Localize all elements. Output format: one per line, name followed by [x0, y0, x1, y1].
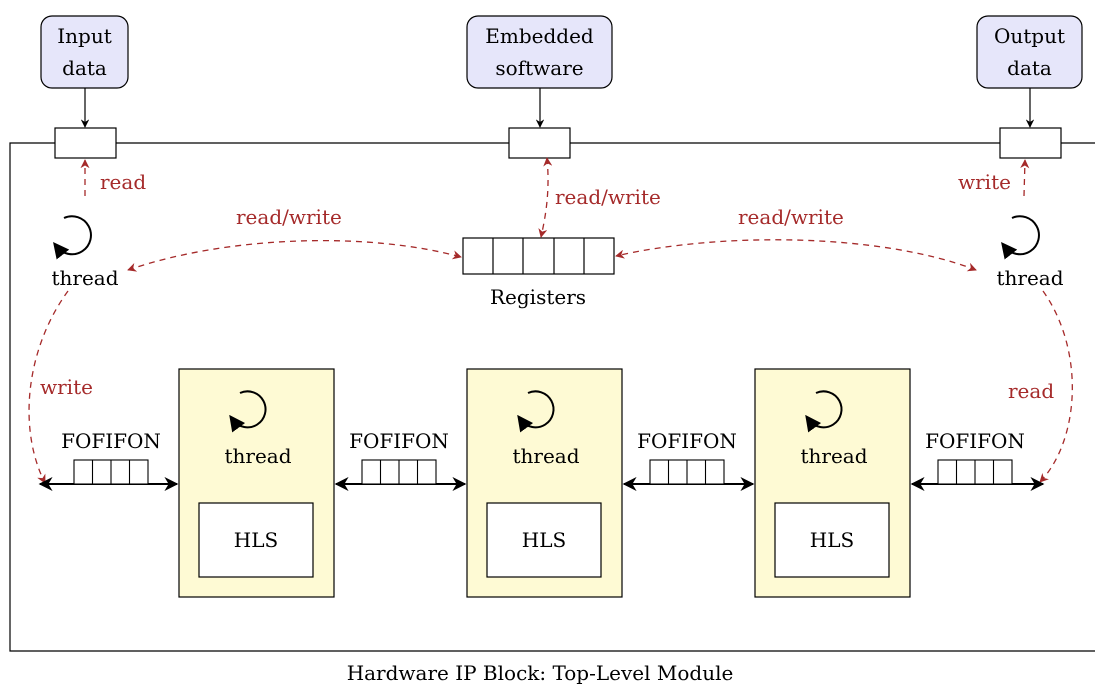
read-write-label-center: read/write: [555, 185, 661, 209]
read-write-label-left: read/write: [236, 205, 342, 229]
read-write-label-right: read/write: [738, 205, 844, 229]
hls-block-1: thread HLS: [178, 368, 335, 598]
registers-label: Registers: [490, 285, 586, 309]
embedded-software-node: Embedded software: [466, 15, 613, 89]
right-thread-write-arrow: [1020, 159, 1030, 197]
thread-label-block3: thread: [800, 444, 867, 468]
output-data-label-line1: Output: [994, 24, 1065, 48]
fifo-label-4: FOFIFON: [925, 429, 1025, 453]
right-thread-registers-arrow: [615, 239, 977, 272]
left-thread-registers-arrow: [127, 239, 462, 272]
embedded-software-label-line2: software: [495, 56, 583, 80]
thread-cycle-icon: [805, 390, 843, 433]
fifo-buffer-4: [937, 459, 1013, 485]
fifo-label-2: FOFIFON: [349, 429, 449, 453]
thread-cycle-icon: [517, 390, 555, 433]
input-data-label-line2: data: [62, 56, 107, 80]
fifo-buffer-1: [73, 459, 149, 485]
hls-label-1: HLS: [234, 528, 278, 552]
fifo-label-1: FOFIFON: [61, 429, 161, 453]
thread-label-block2: thread: [512, 444, 579, 468]
embedded-read-write-arrow: [538, 157, 553, 238]
input-data-label-line1: Input: [57, 24, 112, 48]
right-thread-fifo-read-arrow: [1039, 290, 1073, 483]
thread-cycle-icon: [229, 390, 267, 433]
hls-block-3: thread HLS: [754, 368, 911, 598]
thread-label-left: thread: [51, 266, 118, 290]
read-label-fifo: read: [1008, 379, 1054, 403]
embedded-port: [508, 127, 571, 159]
write-label-fifo: write: [40, 375, 93, 399]
hls-label-3: HLS: [810, 528, 854, 552]
output-data-node: Output data: [976, 15, 1083, 89]
input-data-node: Input data: [40, 15, 129, 89]
output-data-label-line2: data: [1007, 56, 1052, 80]
fifo-buffer-3: [649, 459, 725, 485]
embedded-software-label-line1: Embedded: [485, 24, 594, 48]
registers: [462, 237, 615, 275]
left-thread-fifo-write-arrow: [28, 290, 69, 484]
read-label-left: read: [100, 170, 146, 194]
hls-label-2: HLS: [522, 528, 566, 552]
fifo-buffer-2: [361, 459, 437, 485]
hls-block-2: thread HLS: [466, 368, 623, 598]
diagram-caption: Hardware IP Block: Top-Level Module: [347, 661, 734, 685]
fifo-label-3: FOFIFON: [637, 429, 737, 453]
thread-label-right: thread: [996, 266, 1063, 290]
input-port: [54, 127, 117, 159]
thread-cycle-icon: [53, 215, 92, 260]
write-label-right: write: [958, 170, 1011, 194]
thread-cycle-icon: [1001, 215, 1040, 260]
thread-label-block1: thread: [224, 444, 291, 468]
output-port: [999, 127, 1062, 159]
